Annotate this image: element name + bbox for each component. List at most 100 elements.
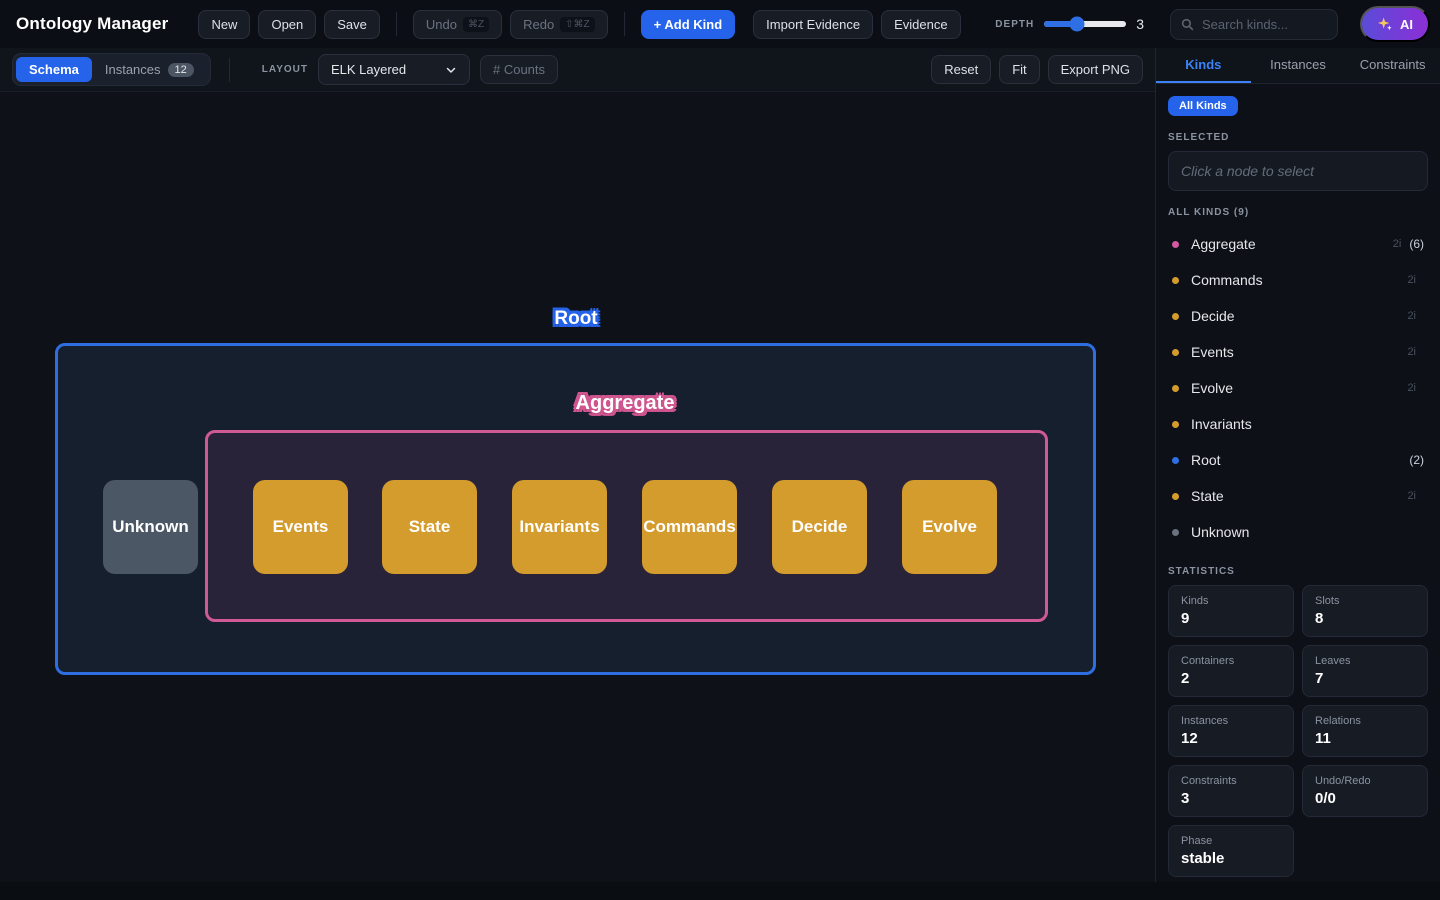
- kind-name: Unknown: [1191, 524, 1250, 540]
- evidence-button[interactable]: Evidence: [881, 9, 961, 39]
- chevron-down-icon: [446, 67, 456, 73]
- stat-constraints: Constraints 3: [1168, 765, 1294, 817]
- stat-label: Leaves: [1315, 655, 1351, 667]
- redo-label: Redo: [523, 16, 555, 32]
- statistics-grid: Kinds 9 Slots 8 Containers 2 Leaves 7 In…: [1168, 585, 1428, 877]
- divider: [395, 12, 397, 36]
- kind-name: Events: [1191, 344, 1234, 360]
- counts-toggle-button[interactable]: # Counts: [479, 55, 559, 84]
- node-evolve[interactable]: Evolve: [902, 480, 997, 574]
- inspector-sidebar: Kinds Instances Constraints All Kinds SE…: [1155, 48, 1440, 882]
- kind-list-item-unknown[interactable]: Unknown: [1168, 514, 1428, 550]
- search-box[interactable]: [1170, 8, 1338, 40]
- kind-name: Invariants: [1191, 416, 1252, 432]
- node-commands[interactable]: Commands: [642, 480, 737, 574]
- view-switcher: Schema Instances 12: [12, 53, 211, 86]
- depth-slider[interactable]: [1044, 16, 1127, 32]
- depth-slider-thumb[interactable]: [1069, 16, 1085, 32]
- stat-value: 12: [1181, 730, 1198, 747]
- stat-kinds: Kinds 9: [1168, 585, 1294, 637]
- reset-button[interactable]: Reset: [931, 55, 992, 84]
- instances-count-badge: 12: [167, 62, 194, 77]
- divider: [228, 57, 230, 82]
- stat-label: Kinds: [1181, 595, 1209, 607]
- tab-schema[interactable]: Schema: [16, 57, 92, 82]
- sidebar-tab-instances[interactable]: Instances: [1270, 57, 1326, 72]
- stat-label: Constraints: [1181, 775, 1237, 787]
- selected-placeholder: Click a node to select: [1181, 163, 1315, 179]
- diagram-canvas[interactable]: Root Aggregate Unknown Events State Inva…: [0, 92, 1155, 882]
- depth-slider-fill: [1044, 21, 1077, 27]
- selected-node-box: Click a node to select: [1168, 151, 1428, 191]
- undo-label: Undo: [425, 16, 457, 32]
- stat-phase: Phase stable: [1168, 825, 1294, 877]
- all-kinds-heading: ALL KINDS (9): [1168, 207, 1250, 218]
- stat-label: Undo/Redo: [1315, 775, 1371, 787]
- schema-toolbar: Schema Instances 12 LAYOUT ELK Layered #…: [0, 48, 1155, 92]
- stat-relations: Relations 11: [1302, 705, 1428, 757]
- export-png-button[interactable]: Export PNG: [1047, 55, 1143, 84]
- node-decide[interactable]: Decide: [772, 480, 867, 574]
- node-label: State: [408, 517, 451, 536]
- add-kind-button[interactable]: + Add Kind: [640, 9, 736, 39]
- kind-list-item-commands[interactable]: Commands 2i: [1168, 262, 1428, 298]
- kind-list-item-evolve[interactable]: Evolve 2i: [1168, 370, 1428, 406]
- redo-button[interactable]: Redo ⇧⌘Z: [510, 9, 608, 39]
- kind-list-item-aggregate[interactable]: Aggregate 2i (6): [1168, 226, 1428, 262]
- node-events[interactable]: Events: [253, 480, 348, 574]
- kind-list-item-root[interactable]: Root (2): [1168, 442, 1428, 478]
- search-input[interactable]: [1202, 16, 1322, 32]
- undo-button[interactable]: Undo ⌘Z: [412, 9, 503, 39]
- kind-name: Commands: [1191, 272, 1263, 288]
- all-kinds-filter-button[interactable]: All Kinds: [1168, 96, 1238, 116]
- ai-assistant-button[interactable]: AI: [1360, 6, 1430, 42]
- stat-value: 3: [1181, 790, 1190, 807]
- redo-shortcut-badge: ⇧⌘Z: [560, 16, 595, 32]
- sidebar-tab-kinds[interactable]: Kinds: [1156, 48, 1251, 83]
- node-label: Unknown: [112, 517, 189, 536]
- fit-button[interactable]: Fit: [999, 55, 1040, 84]
- tab-instances-label: Instances: [104, 62, 161, 77]
- layout-select-value: ELK Layered: [330, 62, 407, 77]
- depth-control: DEPTH 3: [995, 16, 1144, 32]
- save-button[interactable]: Save: [324, 9, 380, 39]
- kind-instances-badge: 2i: [1392, 238, 1402, 250]
- tab-instances[interactable]: Instances 12: [92, 57, 207, 82]
- undo-shortcut-badge: ⌘Z: [462, 16, 490, 32]
- kind-color-dot: [1172, 492, 1179, 500]
- open-button[interactable]: Open: [258, 9, 317, 39]
- stat-value: 7: [1315, 670, 1324, 687]
- sparkle-icon: [1378, 17, 1392, 31]
- divider: [623, 12, 625, 36]
- node-invariants[interactable]: Invariants: [512, 480, 607, 574]
- stat-value: 8: [1315, 610, 1324, 627]
- tab-schema-label: Schema: [29, 62, 79, 77]
- node-label: Evolve: [922, 517, 977, 536]
- sidebar-tab-constraints[interactable]: Constraints: [1359, 57, 1426, 72]
- node-state[interactable]: State: [382, 480, 477, 574]
- kind-list-item-invariants[interactable]: Invariants: [1168, 406, 1428, 442]
- kind-color-dot: [1172, 456, 1179, 464]
- kind-list-item-events[interactable]: Events 2i: [1168, 334, 1428, 370]
- kind-name: Decide: [1191, 308, 1235, 324]
- import-evidence-button[interactable]: Import Evidence: [753, 9, 874, 39]
- root-container-label: Root: [554, 308, 598, 329]
- kind-instances-badge: 2i: [1407, 490, 1416, 502]
- depth-label: DEPTH: [995, 18, 1035, 30]
- sidebar-tabbar: Kinds Instances Constraints: [1156, 48, 1440, 84]
- kind-list-item-state[interactable]: State 2i: [1168, 478, 1428, 514]
- depth-value: 3: [1136, 16, 1144, 32]
- stat-value: stable: [1181, 850, 1225, 867]
- ai-label: AI: [1400, 16, 1413, 32]
- top-bar: Ontology Manager New Open Save Undo ⌘Z R…: [0, 0, 1440, 48]
- selected-heading: SELECTED: [1168, 132, 1230, 143]
- node-unknown[interactable]: Unknown: [103, 480, 198, 574]
- layout-select[interactable]: ELK Layered: [317, 54, 470, 85]
- kind-name: Evolve: [1191, 380, 1234, 396]
- node-label: Commands: [643, 517, 736, 536]
- kind-list-item-decide[interactable]: Decide 2i: [1168, 298, 1428, 334]
- stat-label: Instances: [1181, 715, 1229, 727]
- kind-color-dot: [1172, 384, 1179, 392]
- new-button[interactable]: New: [198, 9, 251, 39]
- kind-name: State: [1191, 488, 1224, 504]
